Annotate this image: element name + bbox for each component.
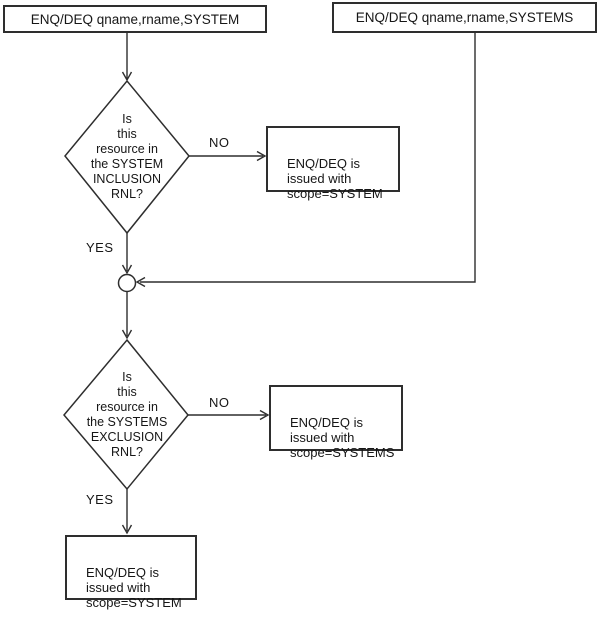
arrowhead-down-icon	[121, 524, 133, 535]
result-scope-systems-label: ENQ/DEQ is issued with scope=SYSTEMS	[290, 415, 395, 460]
result-scope-system-lower-label: ENQ/DEQ is issued with scope=SYSTEM	[86, 565, 182, 610]
flowchart-canvas: ENQ/DEQ qname,rname,SYSTEM ENQ/DEQ qname…	[3, 2, 597, 610]
arrowhead-right-icon	[259, 409, 270, 421]
node-decision-exclusion-label: Is this resource in the SYSTEMS EXCLUSIO…	[86, 370, 168, 459]
node-entry-system: ENQ/DEQ qname,rname,SYSTEM	[3, 5, 267, 33]
arrowhead-left-icon	[135, 276, 146, 288]
edge-label-inclusion-no: NO	[209, 135, 230, 150]
edge-label-inclusion-yes: YES	[86, 240, 114, 255]
edge-label-exclusion-yes: YES	[86, 492, 114, 507]
node-entry-systems: ENQ/DEQ qname,rname,SYSTEMS	[332, 2, 597, 33]
node-result-scope-system-lower: ENQ/DEQ is issued with scope=SYSTEM	[65, 535, 197, 610]
junction-connector	[117, 273, 137, 293]
node-decision-inclusion-label: Is this resource in the SYSTEM INCLUSION…	[90, 112, 164, 201]
arrowhead-down-icon	[121, 264, 133, 275]
edge-label-exclusion-no: NO	[209, 395, 230, 410]
edge-entry-systems-to-junction	[140, 33, 476, 283]
result-scope-system-upper-label: ENQ/DEQ is issued with scope=SYSTEM	[287, 156, 383, 201]
node-result-scope-system-upper: ENQ/DEQ is issued with scope=SYSTEM	[266, 126, 400, 201]
node-result-scope-systems: ENQ/DEQ is issued with scope=SYSTEMS	[269, 385, 403, 460]
arrowhead-right-icon	[256, 150, 267, 162]
flowchart-connectors	[63, 33, 476, 535]
arrowhead-down-icon	[121, 329, 133, 340]
